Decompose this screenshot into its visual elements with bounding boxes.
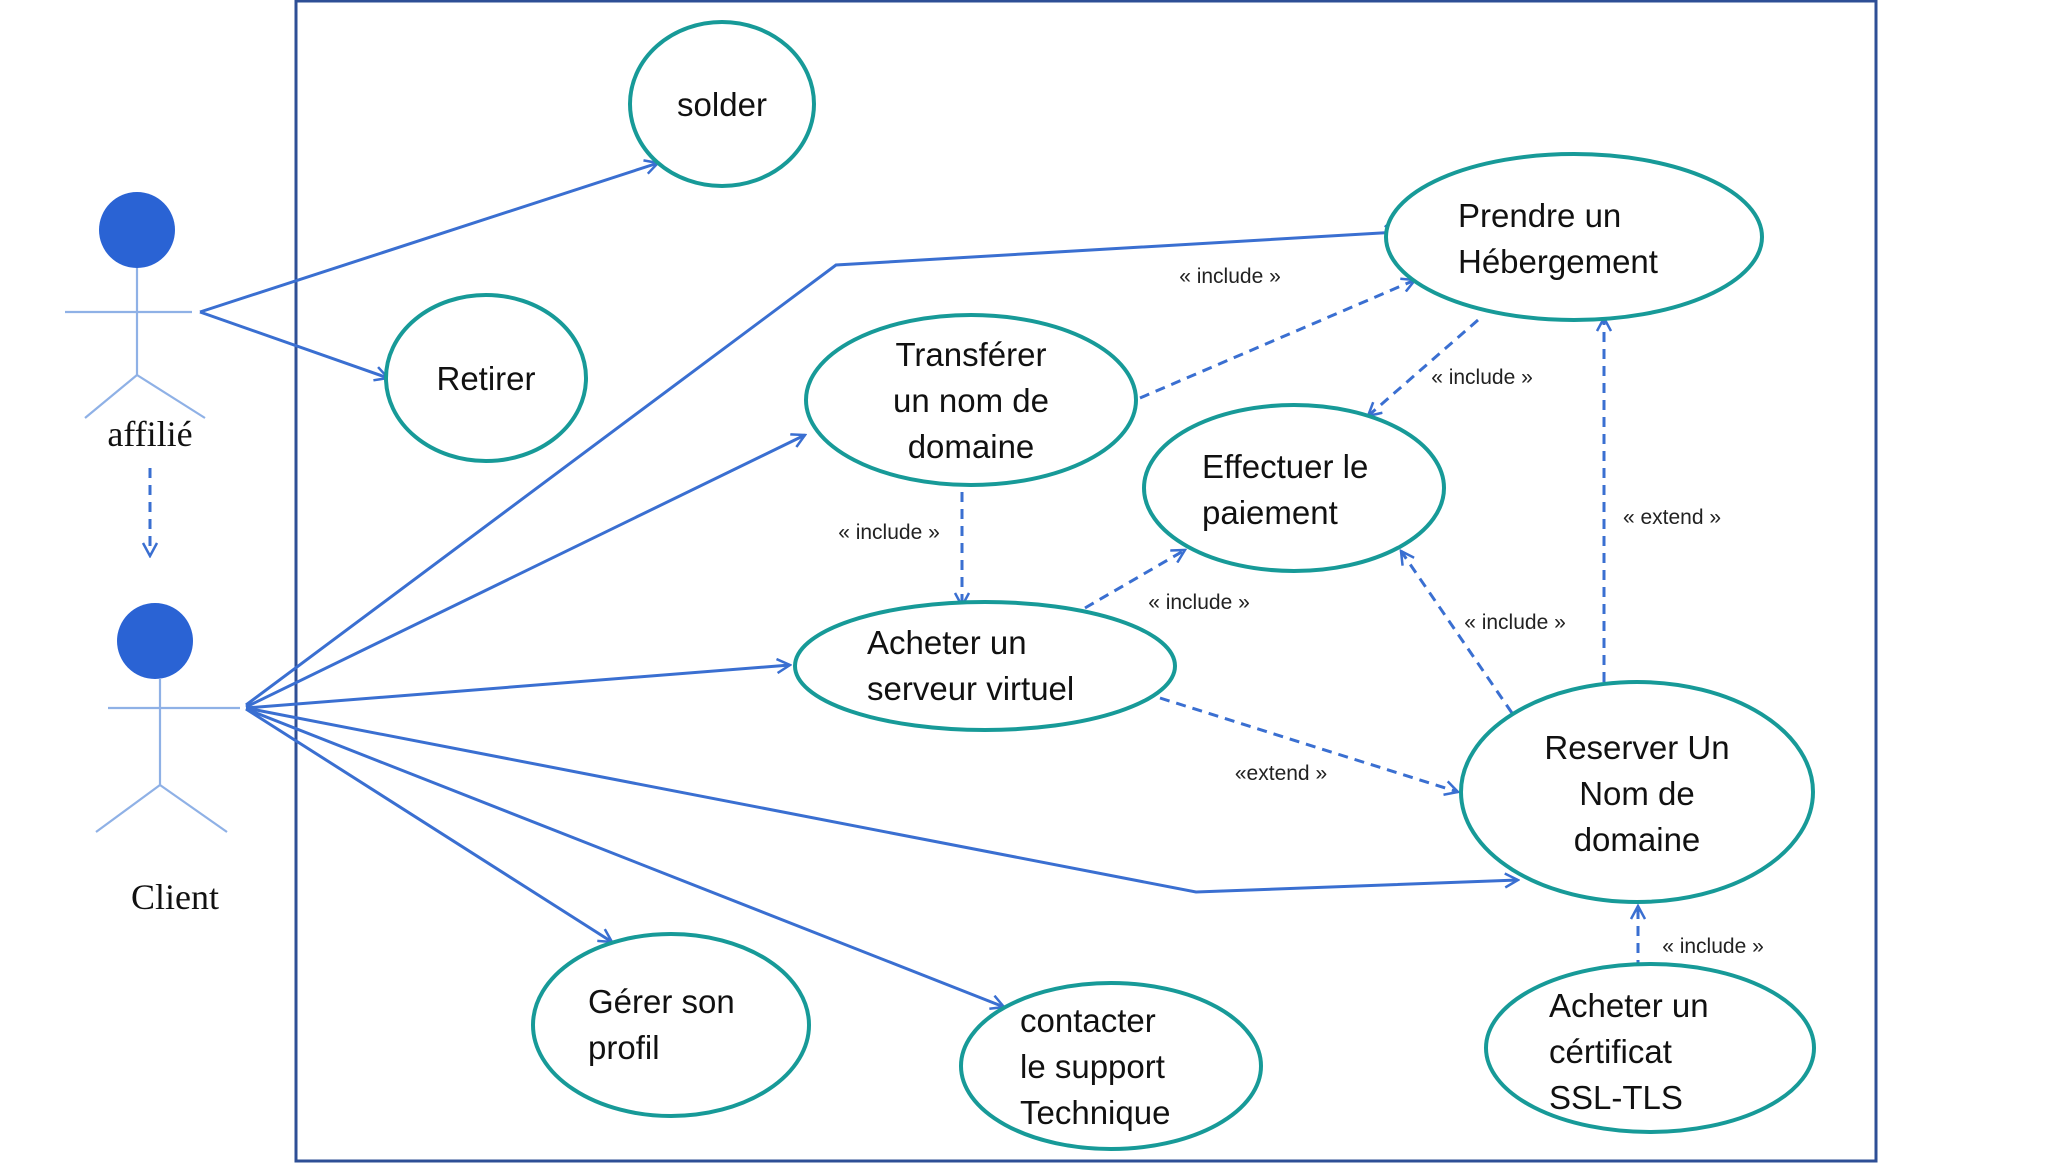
assoc-client-prendre [245, 232, 1398, 707]
usecase-contacter-line-2: le support [1020, 1048, 1165, 1085]
system-boundary [294, 0, 1878, 1163]
usecase-contacter-line-3: Technique [1020, 1094, 1170, 1131]
usecase-reserver-shape [1459, 680, 1815, 904]
usecase-effectuer-line-2: paiement [1202, 494, 1338, 531]
usecase-prendre-line-2: Hébergement [1458, 243, 1658, 280]
usecase-acheter-ssl[interactable]: Acheter un cértificat SSL-TLS [1484, 962, 1816, 1134]
assoc-affilie-solder [199, 163, 658, 314]
dep-serveur-effectuer [1084, 550, 1185, 610]
assoc-client-contacter [245, 707, 1004, 1007]
usecase-contacter-support[interactable]: contacter le support Technique [959, 981, 1263, 1151]
usecase-solder-shape [628, 20, 816, 188]
usecase-serveur-line-2: serveur virtuel [867, 670, 1074, 707]
usecase-transferer-shape [804, 313, 1138, 487]
usecase-effectuer-line-1: Effectuer le [1202, 448, 1368, 485]
usecase-gerer-shape [531, 932, 811, 1118]
usecase-prendre-line-1: Prendre un [1458, 197, 1621, 234]
usecase-transferer-domaine[interactable]: Transférer un nom de domaine [804, 313, 1138, 487]
assoc-affilie-retirer [199, 310, 388, 378]
usecase-acheter-serveur[interactable]: Acheter un serveur virtuel [793, 600, 1177, 732]
usecase-retirer-shape [384, 293, 588, 463]
assoc-client-reserver [245, 706, 1518, 894]
usecase-gerer-line-1: Gérer son [588, 983, 735, 1020]
label-serveur-extend-reserver: «extend » [1235, 762, 1327, 785]
usecase-retirer-line-1: Retirer [436, 360, 535, 397]
usecase-transferer-line-2: un nom de [893, 382, 1049, 419]
usecase-reserver-line-3: domaine [1574, 821, 1701, 858]
usecase-effectuer-paiement[interactable]: Effectuer le paiement [1142, 403, 1446, 573]
label-serveur-include-effectuer: « include » [1148, 591, 1250, 614]
actor-affilie[interactable]: affilié [65, 192, 206, 454]
label-transferer-include-prendre: « include » [1179, 265, 1281, 288]
actor-affilie-label: affilié [107, 414, 192, 454]
actor-client-head [117, 603, 193, 679]
usecase-serveur-shape [793, 600, 1177, 732]
usecase-ssl-shape [1484, 962, 1816, 1134]
usecase-solder-line-1: solder [677, 86, 767, 123]
usecase-reserver-line-1: Reserver Un [1544, 729, 1729, 766]
actor-client-leg-left [95, 784, 161, 833]
usecase-serveur-line-1: Acheter un [867, 624, 1027, 661]
label-reserver-include-effectuer: « include » [1464, 611, 1566, 634]
usecase-prendre-shape [1384, 152, 1764, 322]
label-prendre-include-effectuer: « include » [1431, 366, 1533, 389]
usecase-transferer-line-1: Transférer [896, 336, 1047, 373]
label-ssl-include-reserver: « include » [1662, 935, 1764, 958]
assoc-client-transferer [245, 435, 805, 709]
usecase-ssl-line-3: SSL-TLS [1549, 1079, 1683, 1116]
usecase-effectuer-shape [1142, 403, 1446, 573]
dep-serveur-reserver [1159, 696, 1458, 792]
actor-affilie-leg-right [136, 374, 206, 419]
dep-prendre-effectuer [1368, 318, 1479, 416]
dep-transferer-prendre [1139, 280, 1415, 400]
usecase-ssl-line-2: cértificat [1549, 1033, 1672, 1070]
usecase-prendre-hebergement[interactable]: Prendre un Hébergement [1384, 152, 1764, 322]
usecase-reserver-line-2: Nom de [1579, 775, 1695, 812]
assoc-client-gerer [245, 707, 612, 942]
usecase-reserver-domaine[interactable]: Reserver Un Nom de domaine [1459, 680, 1815, 904]
actor-affilie-head [99, 192, 175, 268]
usecase-solder[interactable]: solder [628, 20, 816, 188]
usecase-transferer-line-3: domaine [908, 428, 1035, 465]
usecase-ssl-line-1: Acheter un [1549, 987, 1709, 1024]
label-transferer-include-serveur: « include » [838, 521, 940, 544]
usecase-contacter-shape [959, 981, 1263, 1151]
actor-client[interactable]: Client [95, 603, 240, 917]
actor-affilie-leg-left [84, 374, 138, 419]
label-reserver-extend-prendre: « extend » [1623, 506, 1721, 529]
actor-client-label: Client [131, 877, 219, 917]
usecase-gerer-line-2: profil [588, 1029, 660, 1066]
usecase-contacter-line-1: contacter [1020, 1002, 1156, 1039]
assoc-client-serveur [245, 665, 790, 710]
actor-client-leg-right [159, 784, 228, 833]
usecase-retirer[interactable]: Retirer [384, 293, 588, 463]
usecase-gerer-profil[interactable]: Gérer son profil [531, 932, 811, 1118]
